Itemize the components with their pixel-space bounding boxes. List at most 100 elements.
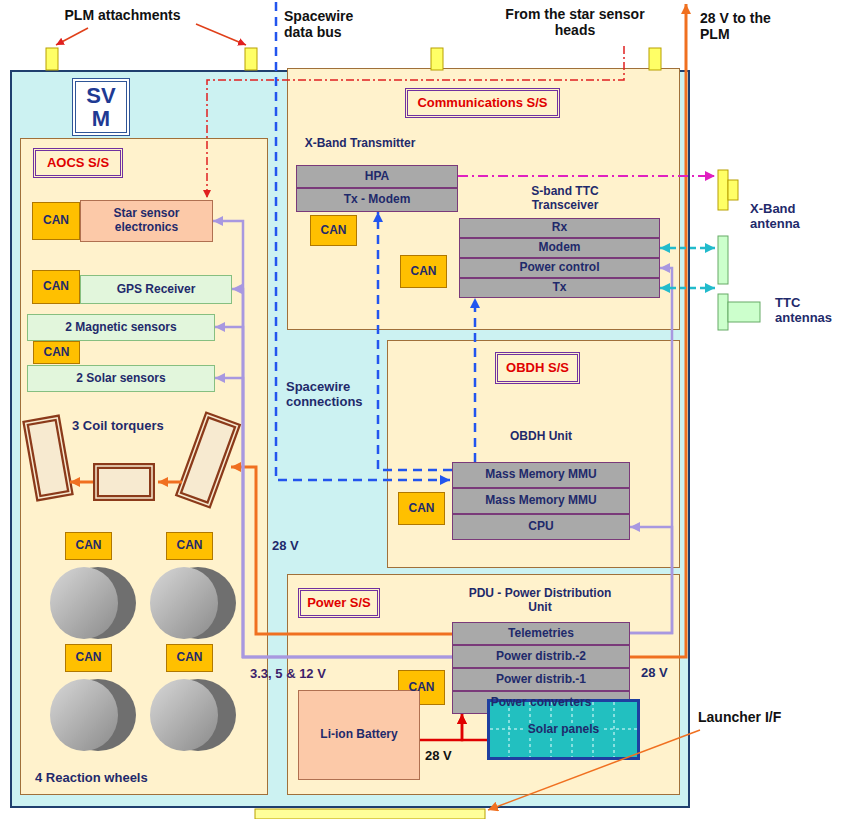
text-holder: OBDH Unit: [495, 428, 587, 446]
subsystem-panel: OBDH S/S OBDH UnitMass Memory MMU Mass Mem…: [387, 340, 680, 568]
node-text: Power distrib.-1: [496, 673, 586, 687]
label-holder: 4 Reaction wheels: [35, 768, 205, 786]
module-row: Modem: [459, 238, 660, 258]
node-text: Mass Memory MMU: [485, 468, 596, 482]
can-interface: CAN: [310, 215, 357, 246]
node-text: CAN: [43, 214, 69, 228]
unit-group: S-band TTC TransceiverRxModemPower contr…: [459, 218, 660, 298]
text-holder: Communications S/S: [405, 88, 560, 118]
connector: [378, 212, 452, 470]
module-row: CPU: [452, 514, 630, 540]
text-holder: OBDH S/S: [495, 352, 580, 384]
can-interface: CAN: [32, 270, 80, 304]
node-text: GPS Receiver: [117, 283, 196, 297]
can-interface: CAN: [166, 644, 213, 672]
power-line-coils: [231, 467, 452, 634]
solar-cells: [490, 702, 637, 757]
subsystem-heading: Power S/S: [298, 588, 380, 618]
text-holder: PDU - Power Distribution Unit: [465, 584, 615, 618]
unit-heading: S-band TTC Transceiver: [505, 185, 625, 213]
connector: [474, 298, 477, 462]
can-interface: CAN: [65, 532, 112, 560]
node-text: HPA: [365, 170, 389, 184]
can-interface: CAN: [65, 644, 112, 672]
spacewire-bus: [276, 2, 450, 480]
unit-heading: PDU - Power Distribution Unit: [465, 587, 615, 615]
module-row: Tx - Modem: [296, 188, 458, 212]
module-row: Mass Memory MMU: [452, 488, 630, 514]
connector: [630, 527, 672, 633]
connector: [420, 714, 462, 740]
unit-box: Li-ion Battery: [298, 690, 420, 780]
connector: [660, 247, 715, 250]
node-text: Power control: [519, 261, 599, 275]
node-text: Tx - Modem: [344, 193, 411, 207]
sensor-box: 2 Solar sensors: [27, 365, 215, 392]
reaction-wheels: [50, 567, 236, 751]
label-holder: PLM attachments: [40, 6, 205, 24]
module-row: Power distrib.-1: [452, 668, 630, 691]
node-text: Star sensor electronics: [81, 207, 212, 235]
node-text: Rx: [552, 221, 567, 235]
callout-label: 3 Coil torquers: [72, 419, 164, 434]
can-interface: CAN: [33, 341, 80, 364]
node-text: Modem: [539, 241, 581, 255]
callout-label: 28 V: [272, 539, 299, 554]
connector: [458, 175, 715, 177]
connector: [215, 327, 452, 657]
node-text: CPU: [528, 520, 553, 534]
subsystem-panel: Power S/S PDU - Power Distribution UnitTe…: [287, 574, 680, 795]
node-text: Tx: [552, 281, 566, 295]
text-holder: AOCS S/S: [33, 148, 123, 178]
can-interface: CAN: [166, 532, 213, 560]
connector: [660, 287, 715, 290]
node-text: Power converters: [491, 696, 592, 710]
callout-label: 28 V: [641, 666, 668, 681]
callout-label: 4 Reaction wheels: [35, 771, 148, 786]
node-text: 2 Magnetic sensors: [65, 321, 176, 335]
callout-label: Spacewire data bus: [284, 8, 379, 40]
node-text: CAN: [411, 265, 437, 279]
text-holder: X-Band Transmitter: [300, 127, 420, 161]
unit-box: Star sensor electronics: [80, 200, 213, 242]
coil-torquers: [26, 415, 238, 505]
subsystem-panel: Communications S/S X-Band TransmitterHPA T…: [287, 68, 680, 330]
node-text: Solar panels: [526, 723, 601, 737]
module-row: Telemetries: [452, 622, 630, 645]
callout-label: 3.3, 5 & 12 V: [250, 667, 326, 682]
label-holder: 28 V to the PLM: [700, 10, 800, 43]
subsystem-heading: OBDH S/S: [495, 352, 580, 384]
leader-lines: [56, 24, 700, 810]
subsystem-heading: AOCS S/S: [33, 148, 123, 178]
module-row: Rx: [459, 218, 660, 238]
module-row: Power distrib.-2: [452, 645, 630, 668]
unit-group: X-Band TransmitterHPATx - Modem: [296, 165, 458, 212]
node-text: Mass Memory MMU: [485, 494, 596, 508]
node-text: CAN: [76, 539, 102, 553]
module-row: Mass Memory MMU: [452, 462, 630, 488]
launcher-interface: [255, 809, 485, 819]
subsystem-heading: Communications S/S: [405, 88, 560, 118]
can-interface: CAN: [400, 255, 447, 288]
node-text: SV M: [76, 84, 126, 130]
sensor-box: 2 Magnetic sensors: [27, 314, 215, 341]
label-holder: Launcher I/F: [698, 708, 808, 726]
label-holder: 3 Coil torquers: [72, 416, 180, 434]
connector: [215, 378, 452, 657]
node-text: CAN: [177, 539, 203, 553]
node-text: CAN: [76, 651, 102, 665]
node-text: 2 Solar sensors: [76, 372, 165, 386]
label-holder: Spacewire data bus: [284, 8, 379, 41]
node-text: CAN: [409, 502, 435, 516]
callout-label: PLM attachments: [65, 7, 181, 23]
label-holder: From the star sensor heads: [505, 6, 645, 39]
unit-heading: OBDH Unit: [510, 430, 572, 444]
node-text: Telemetries: [508, 627, 574, 641]
label-holder: 3.3, 5 & 12 V: [250, 664, 370, 682]
antennas: [718, 170, 760, 330]
can-interface: CAN: [32, 202, 80, 240]
text-holder: S-band TTC Transceiver: [505, 182, 625, 216]
label-holder: 28 V: [425, 746, 475, 764]
text-holder: TTC antennas: [775, 294, 860, 328]
unit-heading: X-Band antenna: [750, 202, 840, 232]
